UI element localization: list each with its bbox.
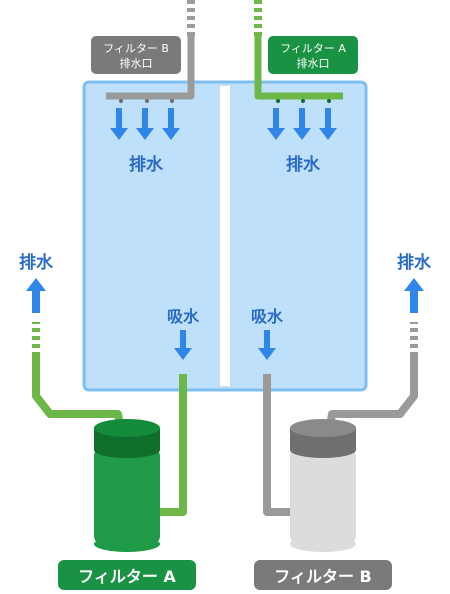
filter-a-label-text: フィルター A (78, 567, 176, 586)
filter-b-label-text: フィルター B (274, 567, 371, 586)
down-arrow-icon (258, 330, 276, 360)
filter-a-canister (94, 419, 160, 552)
tank-left-intake-label: 吸水 (167, 307, 200, 326)
left-drain-arrows (110, 108, 180, 140)
tank-right-intake-label: 吸水 (251, 307, 284, 326)
up-arrow-icon (404, 278, 424, 313)
down-arrow-icon (162, 108, 180, 140)
tank-right-drain-label: 排水 (286, 154, 321, 175)
filter-a-outlet-tag-line2: 排水口 (297, 56, 330, 70)
tank-divider (220, 86, 230, 386)
filter-b-intake-pipe (263, 374, 300, 516)
down-arrow-icon (319, 108, 337, 140)
tank-left-drain-label: 排水 (129, 154, 164, 175)
down-arrow-icon (174, 330, 192, 360)
filter-a-outlet-tag-line1: フィルター A (280, 42, 346, 55)
filter-a-label: フィルター A (58, 560, 196, 590)
side-left-drain-label: 排水 (19, 252, 54, 273)
down-arrow-icon (293, 108, 311, 140)
filter-a-outlet-tag: フィルター A 排水口 (268, 36, 358, 74)
filter-b-outlet-tag: フィルター B 排水口 (91, 36, 181, 74)
filter-b-outlet-pipe (106, 0, 195, 103)
water-tank (82, 80, 368, 392)
filter-b-outlet-tag-line1: フィルター B (103, 42, 169, 55)
filter-b-outlet-tag-line2: 排水口 (120, 56, 153, 70)
filter-b-canister (290, 419, 356, 552)
down-arrow-icon (110, 108, 128, 140)
side-right-drain-label: 排水 (397, 252, 432, 273)
up-arrow-icon (26, 278, 46, 313)
filter-a-outlet-pipe (254, 0, 343, 103)
down-arrow-icon (267, 108, 285, 140)
filter-b-label: フィルター B (254, 560, 392, 590)
right-drain-arrows (267, 108, 337, 140)
down-arrow-icon (136, 108, 154, 140)
